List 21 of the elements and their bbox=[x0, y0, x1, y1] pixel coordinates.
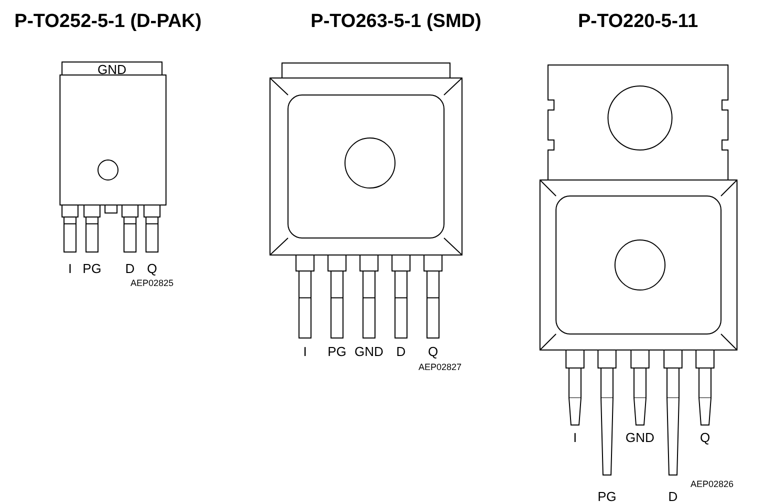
pin-label: PG bbox=[82, 262, 102, 275]
pin-label: I bbox=[68, 262, 72, 275]
package-title: P-TO252-5-1 (D-PAK) bbox=[14, 12, 202, 31]
drawing-number: AEP02826 bbox=[690, 480, 734, 489]
pin-label: I bbox=[573, 431, 577, 444]
package-title: P-TO263-5-1 (SMD) bbox=[310, 12, 482, 31]
package-title: P-TO220-5-11 bbox=[578, 12, 698, 31]
pin-label: PG bbox=[328, 345, 346, 358]
drawing-number: AEP02827 bbox=[418, 363, 462, 372]
pin-label: GND bbox=[98, 63, 126, 76]
pin-label: D bbox=[396, 345, 406, 358]
drawing-number: AEP02825 bbox=[130, 279, 174, 288]
pin-label: I bbox=[303, 345, 307, 358]
pin-label: Q bbox=[146, 262, 158, 275]
pin-label: PG bbox=[598, 490, 616, 502]
pin-label: D bbox=[125, 262, 135, 275]
pin-label: GND bbox=[354, 345, 384, 358]
pin-label: Q bbox=[700, 431, 710, 444]
pin-label: GND bbox=[626, 431, 654, 444]
pin-label: D bbox=[668, 490, 678, 502]
pin-label: Q bbox=[428, 345, 438, 358]
